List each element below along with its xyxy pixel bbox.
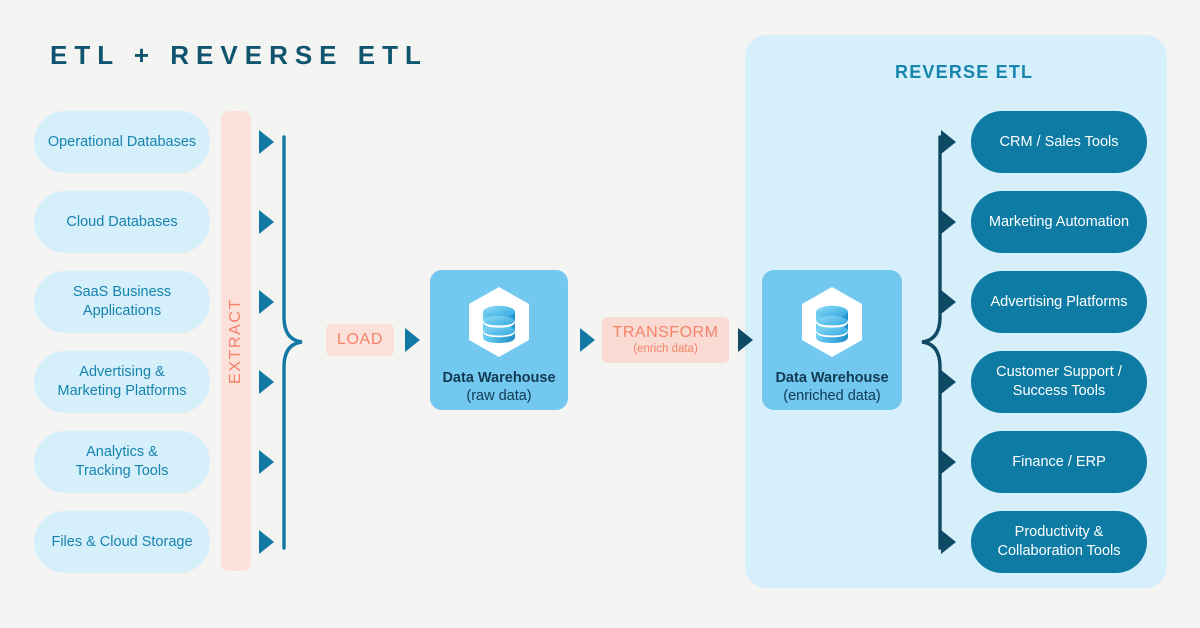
source-label-line2: Tracking Tools <box>75 463 169 479</box>
data-warehouse-enriched-name: Data Warehouse <box>775 370 889 386</box>
reverse-etl-panel-title: REVERSE ETL <box>895 62 1034 82</box>
source-item-advertising-marketing-platforms[interactable]: Advertising & Marketing Platforms <box>34 351 210 413</box>
destination-label-line2: Success Tools <box>1012 383 1106 399</box>
triangle-right-icon <box>941 290 956 314</box>
triangle-right-icon <box>941 530 956 554</box>
data-warehouse-raw-name: Data Warehouse <box>442 370 556 386</box>
transform-stage-chip: TRANSFORM (enrich data) <box>602 317 729 363</box>
data-warehouse-raw-state: (raw data) <box>466 388 532 404</box>
destination-item-crm-sales-tools[interactable]: CRM / Sales Tools <box>971 111 1147 173</box>
curly-brace-right-icon <box>282 135 303 550</box>
load-stage-label: LOAD <box>337 331 383 348</box>
destination-label-line1: Productivity & <box>1014 524 1104 540</box>
destination-item-customer-support-success-tools[interactable]: Customer Support / Success Tools <box>971 351 1147 413</box>
source-label-line1: Analytics & <box>86 444 158 460</box>
transform-stage-label: TRANSFORM <box>612 323 719 341</box>
triangle-right-icon <box>259 450 274 474</box>
destination-label: Customer Support / Success Tools <box>996 363 1122 401</box>
destination-label: Finance / ERP <box>1012 453 1106 470</box>
triangle-right-icon <box>580 328 595 352</box>
data-warehouse-enriched-card[interactable]: Data Warehouse (enriched data) <box>762 270 902 410</box>
triangle-right-icon <box>941 450 956 474</box>
extract-stage-label: EXTRACT <box>221 111 251 571</box>
triangle-right-icon <box>738 328 753 352</box>
source-item-files-cloud-storage[interactable]: Files & Cloud Storage <box>34 511 210 573</box>
triangle-right-icon <box>259 290 274 314</box>
source-label: Advertising & Marketing Platforms <box>58 363 187 401</box>
source-label-line1: SaaS Business <box>72 284 172 300</box>
source-label: Files & Cloud Storage <box>51 533 193 550</box>
triangle-right-icon <box>259 370 274 394</box>
source-label: Analytics & Tracking Tools <box>76 443 169 481</box>
source-label-line2: Applications <box>82 303 162 319</box>
database-hexagon-icon <box>800 286 864 363</box>
source-item-analytics-tracking-tools[interactable]: Analytics & Tracking Tools <box>34 431 210 493</box>
transform-stage-sublabel: (enrich data) <box>633 342 698 355</box>
destination-label: Productivity & Collaboration Tools <box>997 523 1120 561</box>
destination-label-line2: Collaboration Tools <box>997 543 1121 559</box>
extract-stage-text: EXTRACT <box>227 298 244 384</box>
triangle-right-icon <box>259 210 274 234</box>
source-label: Cloud Databases <box>66 213 178 230</box>
triangle-right-icon <box>941 130 956 154</box>
data-warehouse-raw-card[interactable]: Data Warehouse (raw data) <box>430 270 568 410</box>
source-label: Operational Databases <box>47 133 197 150</box>
destination-item-advertising-platforms[interactable]: Advertising Platforms <box>971 271 1147 333</box>
source-item-operational-databases[interactable]: Operational Databases <box>34 111 210 173</box>
extract-stage-bar <box>221 111 251 571</box>
triangle-right-icon <box>941 210 956 234</box>
database-hexagon-icon <box>467 286 531 363</box>
load-stage-chip: LOAD <box>326 324 394 356</box>
source-label-line1: Advertising & <box>79 364 165 380</box>
data-warehouse-enriched-state: (enriched data) <box>783 388 881 404</box>
triangle-right-icon <box>259 130 274 154</box>
curly-brace-right-icon <box>921 135 942 550</box>
triangle-right-icon <box>259 530 274 554</box>
triangle-right-icon <box>405 328 420 352</box>
destination-label-line1: Customer Support / <box>996 364 1122 380</box>
source-item-saas-business-applications[interactable]: SaaS Business Applications <box>34 271 210 333</box>
destination-label: Advertising Platforms <box>990 293 1128 310</box>
source-label: SaaS Business Applications <box>73 283 171 321</box>
destination-item-finance-erp[interactable]: Finance / ERP <box>971 431 1147 493</box>
destination-item-marketing-automation[interactable]: Marketing Automation <box>971 191 1147 253</box>
source-label-line2: Marketing Platforms <box>57 383 187 399</box>
triangle-right-icon <box>941 370 956 394</box>
destination-item-productivity-collaboration-tools[interactable]: Productivity & Collaboration Tools <box>971 511 1147 573</box>
page-title: ETL + REVERSE ETL <box>50 40 428 70</box>
destination-label: CRM / Sales Tools <box>999 133 1119 150</box>
destination-label: Marketing Automation <box>988 213 1130 230</box>
source-item-cloud-databases[interactable]: Cloud Databases <box>34 191 210 253</box>
